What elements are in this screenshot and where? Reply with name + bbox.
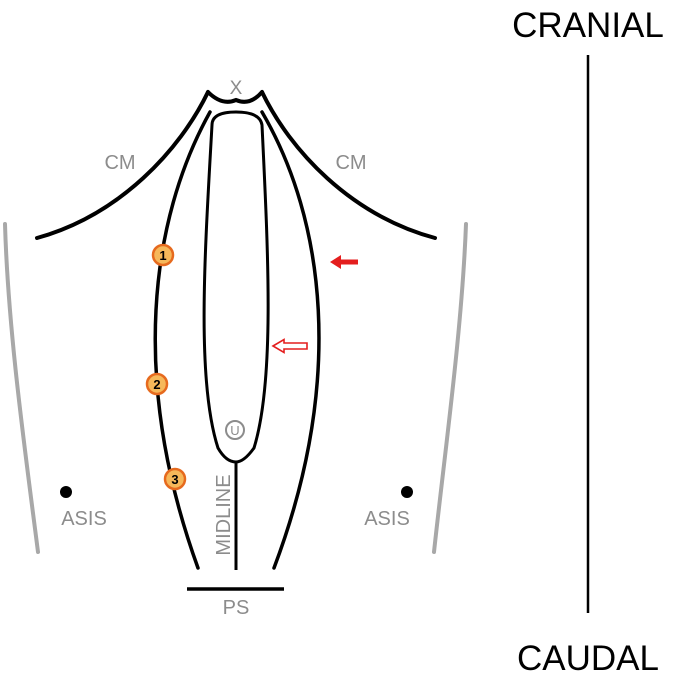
asis-right-label: ASIS [364, 508, 410, 530]
marker-3-label: 3 [171, 472, 178, 487]
marker-2-label: 2 [153, 377, 160, 392]
rectus-sheath-left [153, 110, 212, 570]
costal-margin-left-label: CM [104, 152, 135, 174]
arrow-left-solid-icon [330, 255, 358, 269]
marker-1: 1 [151, 243, 175, 267]
cranial-label: CRANIAL [512, 6, 664, 45]
midline-label: MIDLINE [213, 474, 235, 555]
flank-line-right [432, 222, 468, 554]
xiphoid-notch [206, 90, 264, 104]
asis-dot-left [60, 486, 72, 498]
linea-alba-diastasis [202, 110, 270, 464]
costal-margin-right-label: CM [335, 152, 366, 174]
umbilicus-circle [225, 420, 245, 440]
arrow-left-outline-icon [271, 338, 308, 354]
costal-margin-left [35, 90, 210, 240]
costal-margin-right [260, 90, 437, 240]
marker-2: 2 [145, 372, 169, 396]
pubic-symphysis-label: PS [223, 597, 250, 619]
rectus-sheath-right [260, 110, 321, 570]
asis-dot-right [401, 486, 413, 498]
asis-left-label: ASIS [61, 508, 107, 530]
xiphoid-label: X [230, 78, 243, 99]
umbilicus-label: U [230, 423, 239, 438]
marker-3: 3 [163, 467, 187, 491]
marker-1-label: 1 [159, 248, 166, 263]
caudal-label: CAUDAL [517, 639, 659, 678]
flank-line-left [3, 222, 40, 554]
